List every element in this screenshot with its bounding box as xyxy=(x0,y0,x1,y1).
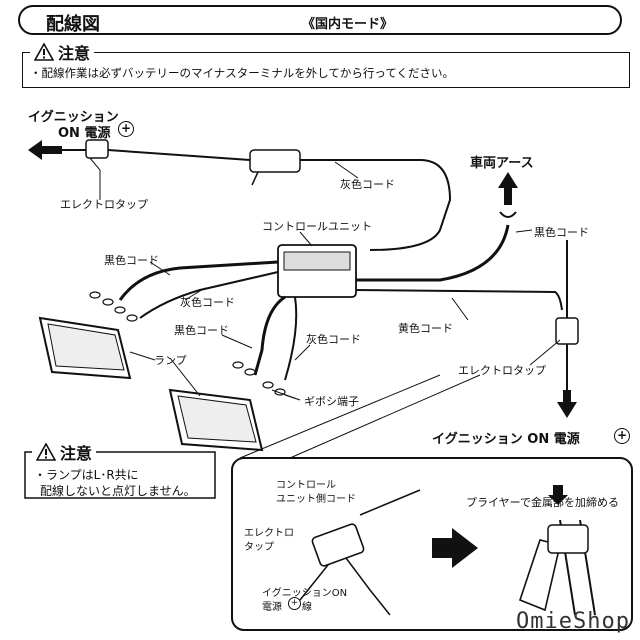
label-gibosi: ギボシ端子 xyxy=(304,395,359,408)
fuse-holder-icon xyxy=(249,149,301,173)
inset-label-ign-3: 線 xyxy=(302,602,312,613)
label-electro-tap-left: エレクトロタップ xyxy=(60,198,148,211)
label-yellow-cord: 黄色コード xyxy=(398,322,453,335)
caution-bottom-heading-text: 注意 xyxy=(60,444,93,463)
inset-electro-tap-icon xyxy=(311,523,365,567)
caution-top-heading-text: 注意 xyxy=(58,44,91,63)
mode-label: 《国内モード》 xyxy=(302,17,394,32)
plus-icon-right: + xyxy=(614,428,630,444)
lamp-left-icon xyxy=(38,316,132,380)
plus-icon-left: + xyxy=(118,121,134,137)
inset-plus-icon: + xyxy=(288,597,301,610)
caution-top-heading: 注意 xyxy=(30,40,95,64)
label-lamp: ランプ xyxy=(154,354,187,367)
electro-tap-left-icon xyxy=(85,139,109,159)
label-ignition-left-2: ON 電源 xyxy=(58,126,111,141)
inset-label-electro-1: エレクトロ xyxy=(244,528,294,539)
caution-bottom-line1: ・ランプはL･R共に xyxy=(34,468,139,482)
caution-bottom-box xyxy=(24,451,216,499)
inset-label-control-1: コントロール xyxy=(276,480,336,491)
caution-bottom-line2: 配線しないと点灯しません。 xyxy=(40,484,196,498)
label-ignition-right: イグニッション ON 電源 xyxy=(432,432,580,447)
title-bar: 配線図 《国内モード》 xyxy=(18,5,622,35)
electro-tap-right-icon xyxy=(555,317,579,345)
inset-label-electro-2: タップ xyxy=(244,542,274,553)
label-body-earth: 車両アース xyxy=(470,156,534,171)
inset-label-control-2: ユニット側コード xyxy=(276,494,356,505)
diagram-title: 配線図 xyxy=(46,14,100,35)
label-control-unit: コントロールユニット xyxy=(262,220,372,233)
warning-icon-bottom xyxy=(36,443,56,461)
lamp-right-icon xyxy=(168,388,264,452)
label-pliers: プライヤーで金属部を加締める xyxy=(466,496,620,509)
gibosi-connectors-icon xyxy=(89,291,286,396)
inset-label-ign-2: 電源 xyxy=(262,602,282,613)
label-ignition-left-1: イグニッション xyxy=(28,110,119,125)
inset-label-ign-1: イグニッションON xyxy=(262,588,348,599)
ignition-left-arrow-icon xyxy=(28,140,62,160)
label-black-cord-mid: 黒色コード xyxy=(174,324,229,337)
label-black-cord-right: 黒色コード xyxy=(534,226,589,239)
label-black-cord-left: 黒色コード xyxy=(104,254,159,267)
pliers-hand-icon xyxy=(519,519,596,616)
caution-top-text: ・配線作業は必ずバッテリーのマイナスターミナルを外してから行ってください。 xyxy=(30,66,455,80)
inset-arrow-icon xyxy=(432,528,478,568)
earth-up-arrow-icon xyxy=(498,172,518,205)
label-electro-tap-right: エレクトロタップ xyxy=(458,364,546,377)
caution-top-box xyxy=(22,52,630,88)
caution-bottom-heading: 注意 xyxy=(32,440,97,464)
warning-icon xyxy=(34,43,54,61)
label-gray-cord-mid: 灰色コード xyxy=(180,296,235,309)
watermark: OmieShop xyxy=(516,609,630,634)
ignition-down-arrow-icon xyxy=(557,390,577,418)
label-gray-cord-low: 灰色コード xyxy=(306,333,361,346)
label-gray-cord-top: 灰色コード xyxy=(340,178,395,191)
